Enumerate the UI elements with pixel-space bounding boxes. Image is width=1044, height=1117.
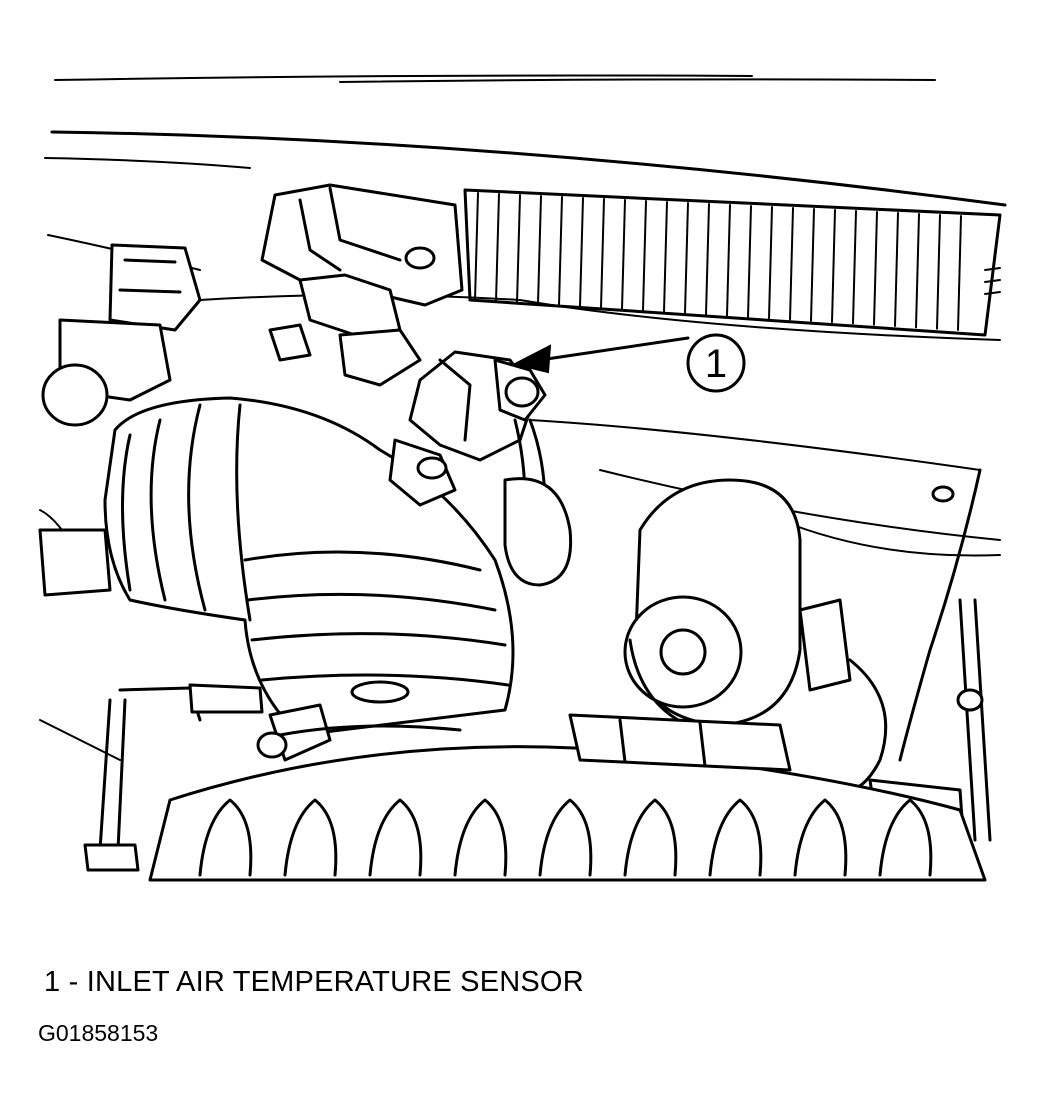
- grille-fin: [516, 194, 521, 304]
- grille-fin: [852, 210, 857, 325]
- legend-number: 1: [44, 966, 61, 998]
- callout-1-arrow: [512, 336, 690, 374]
- oil-filter: [623, 478, 852, 732]
- grille-fin: [474, 192, 479, 301]
- module-bracket: [260, 183, 464, 387]
- grille-fin: [495, 193, 500, 303]
- hood-edge-lines: [44, 74, 1007, 207]
- inlet-air-temperature-sensor: [388, 350, 573, 587]
- air-cleaner-housing: [148, 713, 987, 882]
- grille-fin: [621, 199, 626, 311]
- grille-fin: [873, 211, 878, 326]
- grille-fin: [894, 212, 899, 327]
- grille-fin: [936, 214, 941, 330]
- housing-rib: [708, 798, 763, 877]
- housing-rib: [368, 798, 423, 877]
- housing-rib: [198, 798, 253, 877]
- legend-text: INLET AIR TEMPERATURE SENSOR: [86, 966, 584, 998]
- grille-fin: [957, 215, 962, 331]
- grille-fin: [789, 207, 794, 321]
- grille-fin: [747, 205, 752, 318]
- grille-fin: [579, 197, 584, 308]
- legend-separator: -: [68, 966, 79, 998]
- air-intake-hose: [103, 396, 515, 762]
- grille-fin: [663, 201, 668, 313]
- housing-rib: [538, 798, 593, 877]
- grille-fin: [537, 195, 542, 305]
- figure-id: G01858153: [38, 1020, 159, 1046]
- radiator-grille: [463, 188, 1002, 337]
- grille-fin: [915, 213, 920, 329]
- callout-1-number: 1: [705, 342, 727, 386]
- injector-assembly-left: [38, 243, 202, 597]
- vacuum-tube-left: [83, 683, 264, 872]
- housing-rib: [793, 798, 848, 877]
- grille-fin: [831, 209, 836, 324]
- grille-fin: [705, 203, 710, 316]
- grille-fin: [810, 208, 815, 322]
- engine-bay-illustration: 1: [38, 74, 1007, 882]
- grille-fin: [768, 206, 773, 320]
- callout-1-bubble: 1: [686, 333, 746, 393]
- grille-fin: [600, 198, 605, 309]
- housing-rib: [283, 798, 338, 877]
- grille-fin: [642, 200, 647, 312]
- legend-item-1: 1 - INLET AIR TEMPERATURE SENSOR: [44, 966, 584, 999]
- grille-fin: [726, 204, 731, 317]
- housing-rib: [878, 798, 933, 877]
- right-edge-fixtures: [931, 267, 1001, 503]
- housing-rib: [623, 798, 678, 877]
- grille-fin: [558, 196, 563, 307]
- housing-rib: [453, 798, 508, 877]
- grille-fin: [684, 202, 689, 314]
